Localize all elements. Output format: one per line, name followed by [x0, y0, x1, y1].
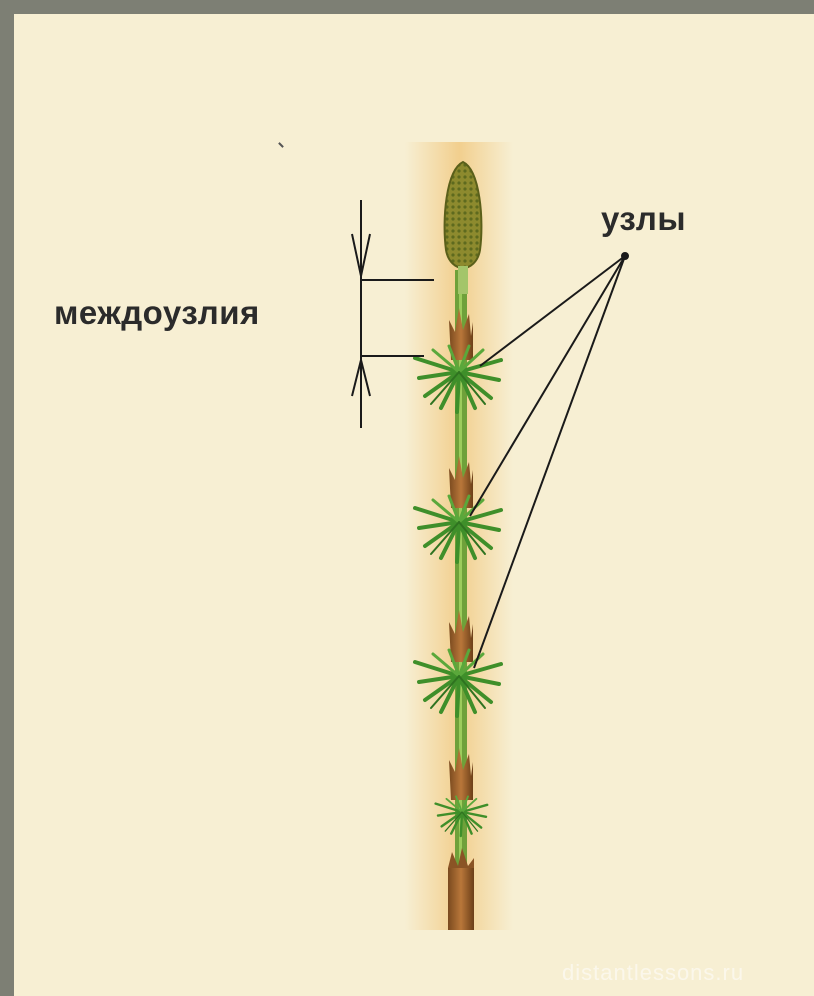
horsetail-diagram	[14, 14, 814, 996]
slide: междоузлия узлы distantlessons.ru	[14, 14, 814, 996]
internodes-label: междоузлия	[54, 294, 260, 332]
nodes-label: узлы	[601, 200, 686, 238]
watermark: distantlessons.ru	[562, 960, 744, 986]
